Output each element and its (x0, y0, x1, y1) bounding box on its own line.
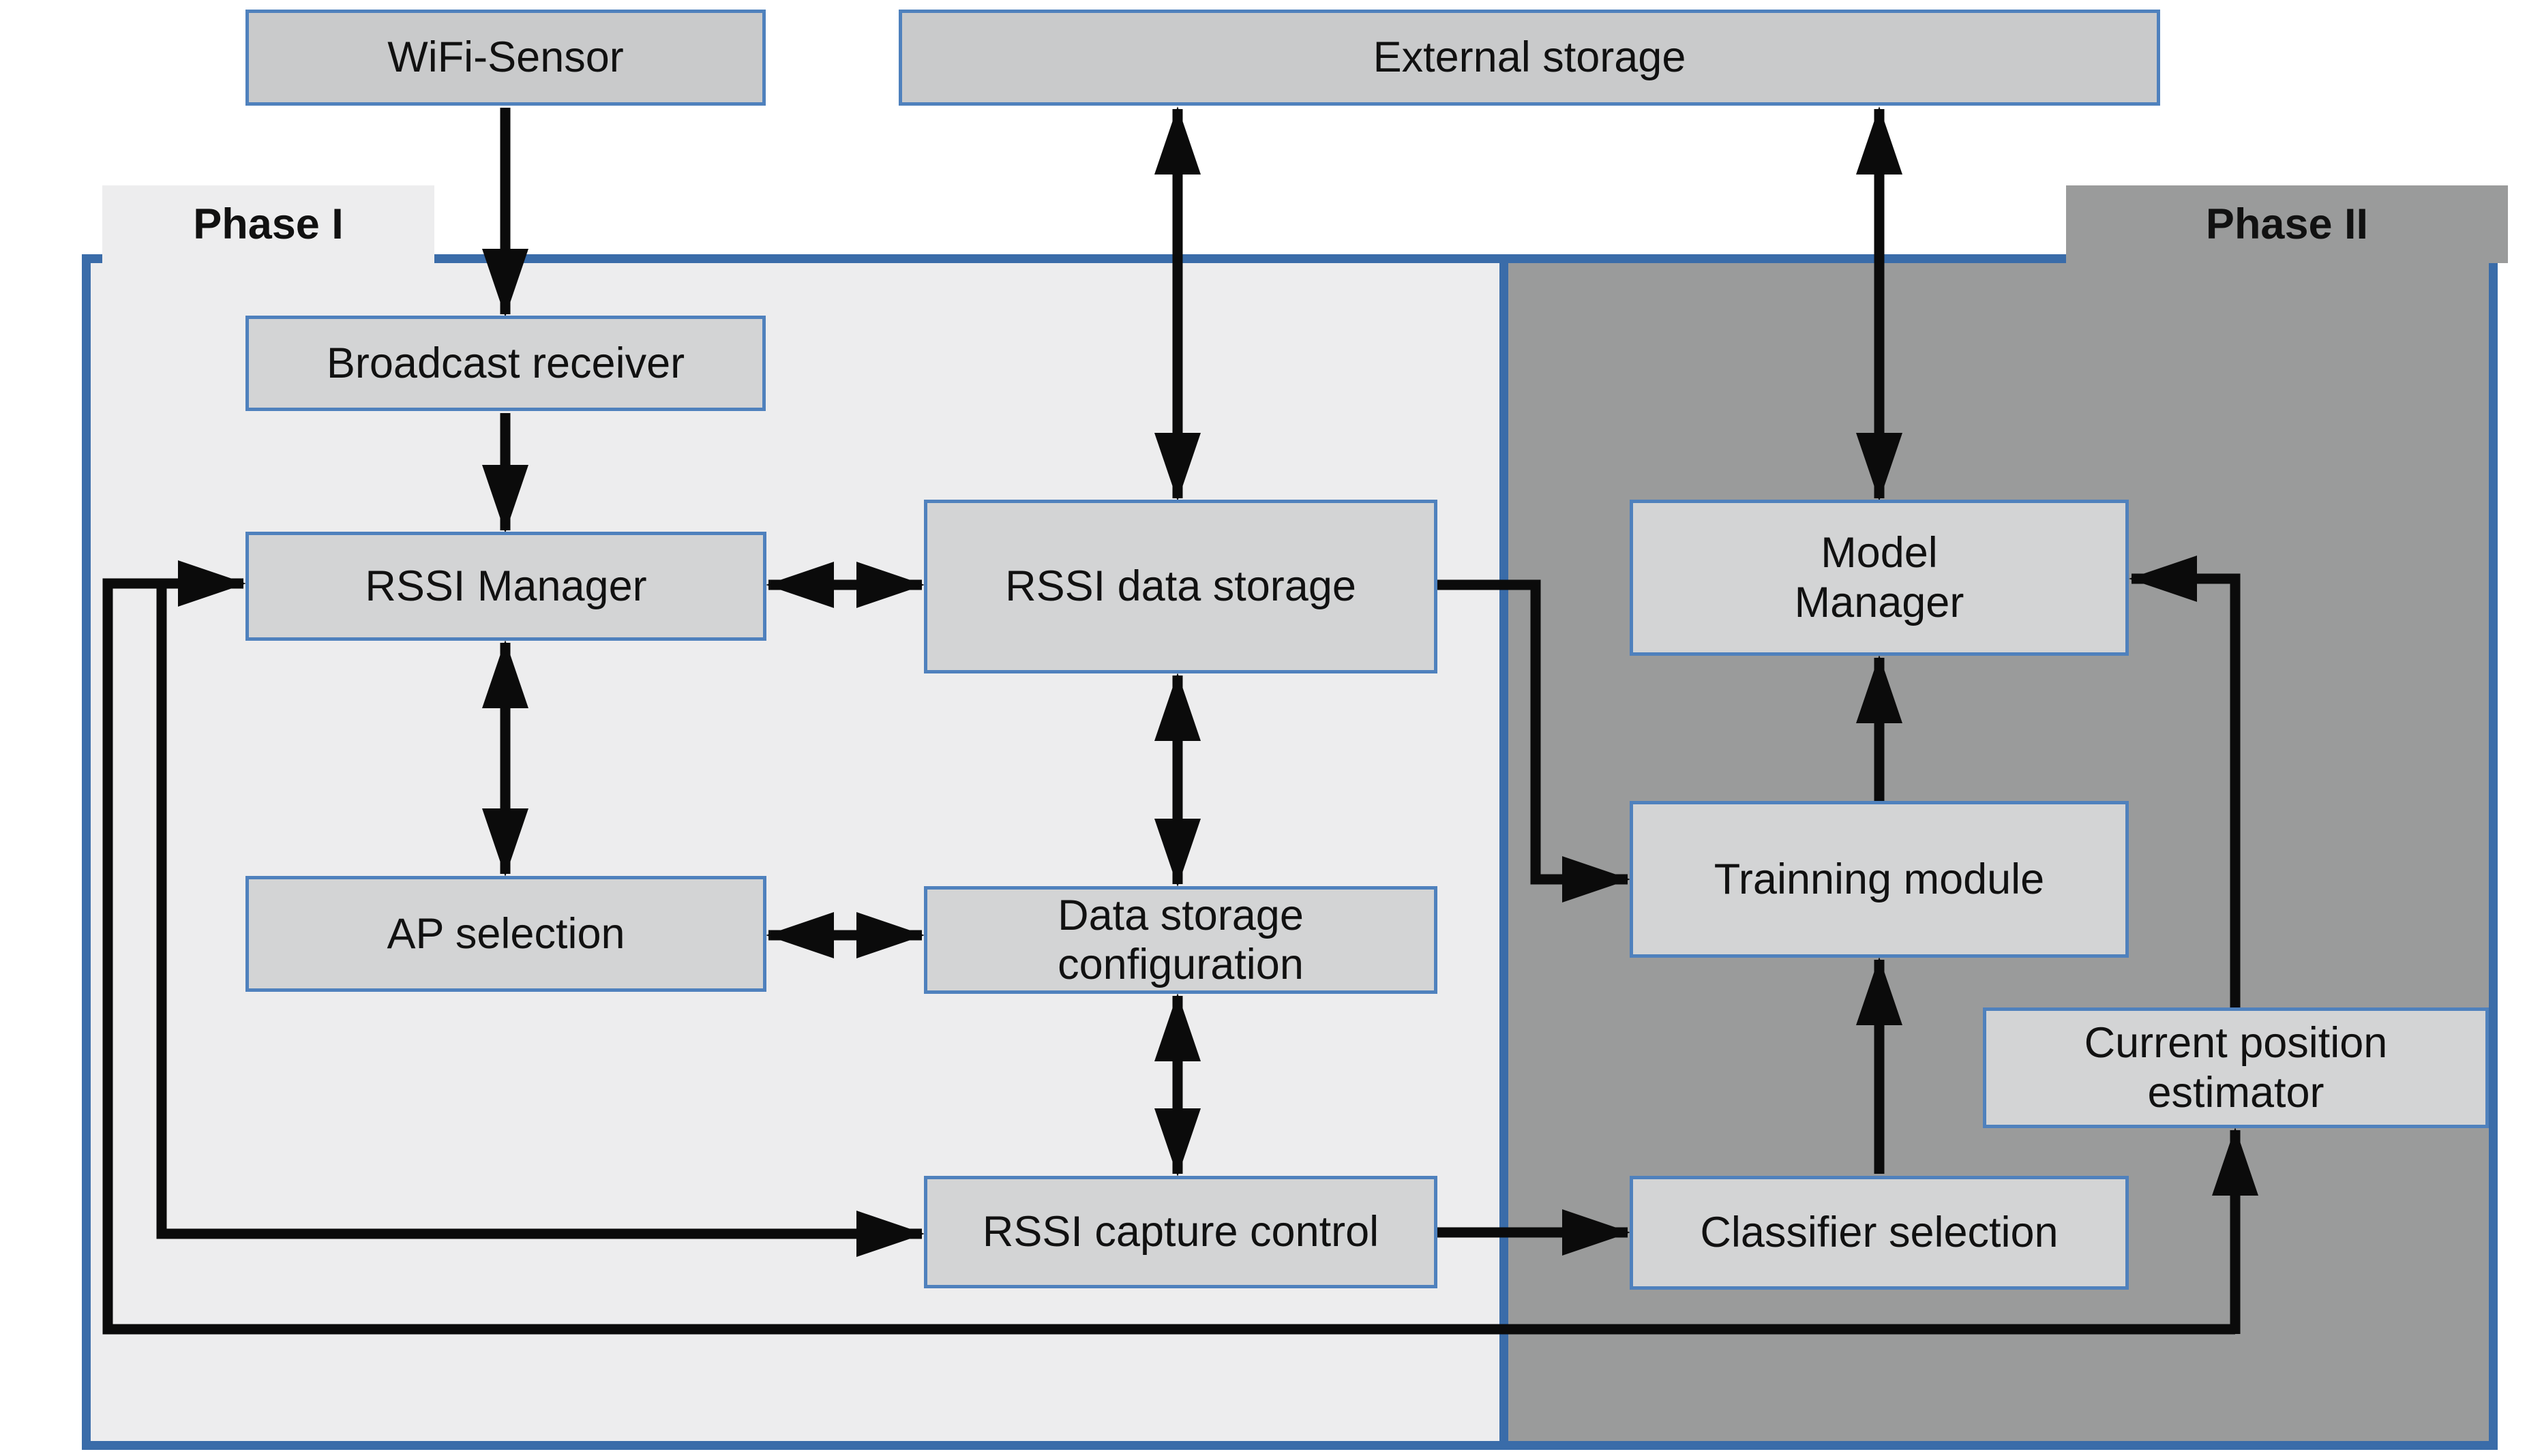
node-wifi-sensor: WiFi-Sensor (245, 10, 766, 106)
edge-rssi-data-storage-to-trainning-module (1437, 579, 1630, 903)
node-rssi-data-storage: RSSI data storage (924, 500, 1437, 673)
node-ap-selection: AP selection (245, 876, 766, 992)
phase1-tab: Phase I (102, 185, 434, 263)
edge-current-position-estimator-to-model-manager (2129, 556, 2241, 1007)
phase2-tab: Phase II (2066, 185, 2508, 263)
node-trainning-module: Trainning module (1630, 801, 2129, 958)
node-data-storage-configuration: Data storage configuration (924, 886, 1437, 994)
edge-bottom-loop-to-rssi-manager (102, 560, 2235, 1335)
edge-left-loop-to-rssi-capture-control (156, 583, 925, 1257)
phase1-label: Phase I (193, 200, 344, 248)
phase-divider-line (1499, 254, 1508, 1450)
node-broadcast-receiver: Broadcast receiver (245, 316, 766, 411)
node-model-manager: Model Manager (1630, 500, 2129, 656)
node-rssi-manager: RSSI Manager (245, 532, 766, 641)
node-classifier-selection: Classifier selection (1630, 1176, 2129, 1290)
node-rssi-capture-control: RSSI capture control (924, 1176, 1437, 1288)
phase2-label: Phase II (2205, 200, 2369, 248)
node-external-storage: External storage (899, 10, 2160, 106)
node-current-position-estimator: Current position estimator (1983, 1007, 2489, 1128)
